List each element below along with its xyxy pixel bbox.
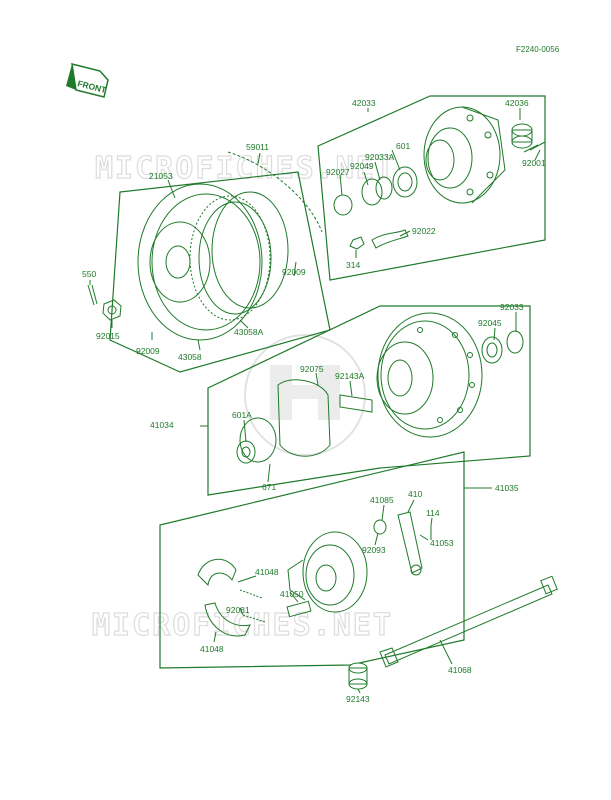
brake-drawing [197, 511, 432, 637]
part-92081: 92081 [226, 605, 250, 615]
hub-drawing [333, 106, 546, 250]
part-42036: 42036 [505, 98, 529, 108]
part-314: 314 [346, 260, 360, 270]
part-41048-a: 41048 [255, 567, 279, 577]
part-41053: 41053 [430, 538, 454, 548]
part-92045: 92045 [478, 318, 502, 328]
part-92033: 92033 [500, 302, 524, 312]
brake-group-outline [159, 451, 465, 669]
part-43058A: 43058A [234, 327, 264, 337]
part-41085: 41085 [370, 495, 394, 505]
front-arrow-icon: FRONT [66, 62, 109, 98]
watermark-logo [244, 334, 366, 456]
part-92033A: 92033A [365, 152, 395, 162]
part-43058: 43058 [178, 352, 202, 362]
part-92015: 92015 [96, 331, 120, 341]
part-21053: 21053 [149, 171, 173, 181]
wheel-group-outline [207, 305, 531, 496]
part-92027: 92027 [326, 167, 350, 177]
hub-group-outline [317, 95, 546, 281]
part-41034: 41034 [150, 420, 174, 430]
part-601: 601 [396, 141, 410, 151]
axle-drawing [379, 575, 558, 668]
part-550: 550 [82, 269, 96, 279]
diagram-code: F2240-0056 [516, 45, 560, 54]
part-59011: 59011 [246, 142, 269, 152]
part-92143: 92143 [346, 694, 370, 704]
part-92022: 92022 [412, 226, 436, 236]
part-114: 114 [426, 508, 440, 518]
part-41048-b: 41048 [200, 644, 224, 654]
part-41050: 41050 [280, 589, 304, 599]
part-42033: 42033 [352, 98, 376, 108]
watermark-top: MICROFICHES.NET [95, 151, 396, 186]
sprocket-group-outline [109, 171, 331, 373]
part-92093: 92093 [362, 545, 386, 555]
part-410: 410 [408, 489, 422, 499]
part-92143A: 92143A [335, 371, 365, 381]
part-92001: 92001 [522, 158, 546, 168]
sprocket-drawing [137, 151, 323, 341]
part-41068: 41068 [448, 665, 472, 675]
part-92009-b: 92009 [136, 346, 160, 356]
part-92075: 92075 [300, 364, 324, 374]
part-601A: 601A [232, 410, 252, 420]
spacer-drawing [348, 662, 368, 690]
part-41035: 41035 [495, 483, 519, 493]
part-671: 671 [262, 482, 276, 492]
part-92009-a: 92009 [282, 267, 306, 277]
part-92049: 92049 [350, 161, 374, 171]
cotter-and-nut-drawing [87, 284, 122, 321]
